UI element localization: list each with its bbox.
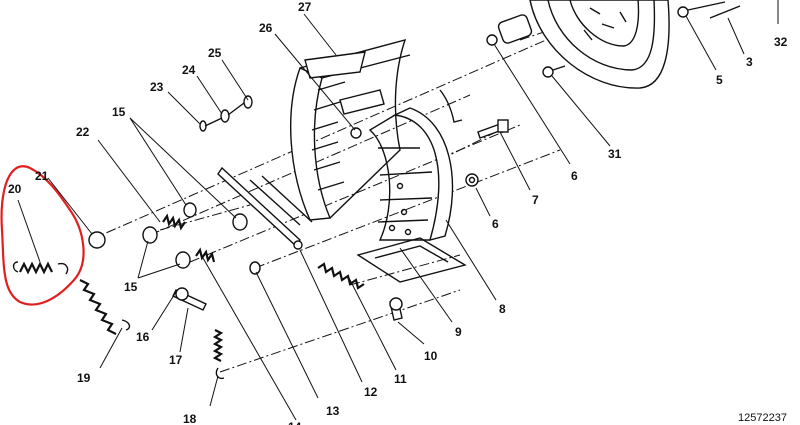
callout-9: 9 [455, 325, 462, 339]
callout-8: 8 [499, 302, 506, 316]
callout-6-upper: 6 [571, 169, 578, 183]
callout-31: 31 [608, 147, 622, 161]
callout-20: 20 [8, 182, 22, 196]
callout-11: 11 [394, 372, 407, 386]
callout-15-upper: 15 [112, 105, 126, 119]
brake-shoe-left [290, 38, 463, 221]
callout-labels: 27 26 25 24 23 15 22 21 20 15 16 17 19 1… [8, 0, 788, 425]
drawing-number: 12572237 [738, 412, 787, 424]
callout-12: 12 [364, 385, 378, 399]
strut [217, 166, 313, 250]
callout-16: 16 [136, 330, 150, 344]
callout-13: 13 [326, 404, 340, 418]
springs-lower [12, 261, 225, 380]
callout-19: 19 [77, 371, 91, 385]
retainer-cups [88, 202, 261, 275]
callout-18: 18 [183, 412, 197, 425]
callout-22: 22 [76, 125, 90, 139]
return-spring [317, 262, 365, 290]
adjuster-link [356, 237, 467, 283]
callout-6-lower: 6 [492, 217, 499, 231]
callout-5: 5 [716, 73, 723, 87]
callout-15-lower: 15 [124, 280, 138, 294]
callout-10: 10 [424, 349, 438, 363]
bolts [389, 119, 509, 321]
callout-17: 17 [169, 353, 183, 367]
callout-23: 23 [150, 80, 164, 94]
hardware-stack [199, 95, 253, 132]
callout-26: 26 [259, 21, 273, 35]
callout-24: 24 [182, 63, 196, 77]
leader-lines [17, 0, 779, 421]
callout-7: 7 [532, 193, 539, 207]
highlight-circle [0, 165, 85, 306]
callout-32: 32 [774, 35, 788, 49]
callout-27: 27 [298, 0, 312, 14]
callout-3: 3 [746, 55, 753, 69]
backing-plate [486, 0, 741, 89]
brake-shoe-right [368, 107, 454, 241]
callout-21: 21 [35, 169, 49, 183]
callout-25: 25 [208, 46, 222, 60]
callout-14: 14 [288, 420, 302, 425]
